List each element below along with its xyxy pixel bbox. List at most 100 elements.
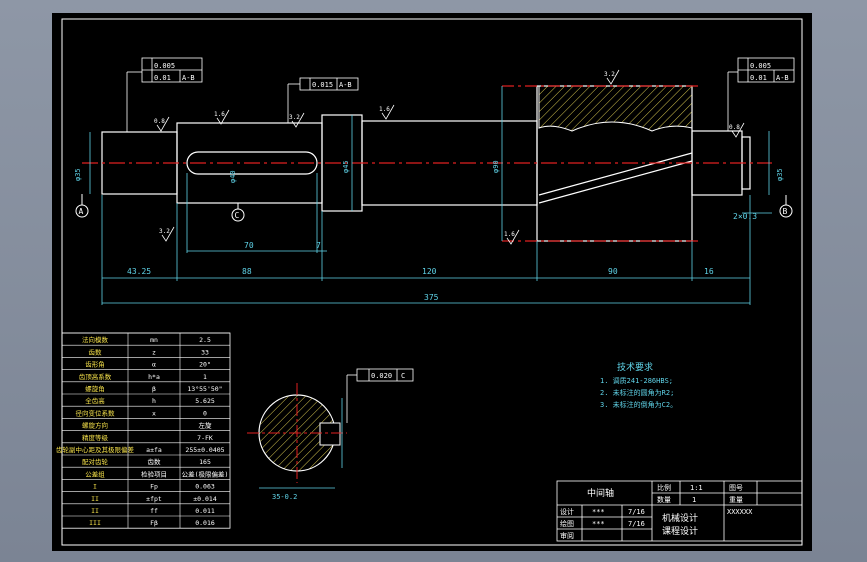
tolerance-frame-3 — [727, 57, 795, 131]
tb-qty-label: 数量 — [657, 495, 671, 504]
dim-88: 88 — [242, 267, 252, 276]
param-name: II — [91, 507, 99, 515]
dim-section-width: 35-0.2 — [272, 493, 297, 501]
param-value: 0.011 — [195, 507, 215, 515]
param-name: 配对齿轮 — [82, 457, 109, 466]
ra-4: 1.6 — [379, 106, 390, 113]
tech-item-3: 3. 未标注的倒角为C2。 — [600, 400, 677, 409]
dim-dia-mid: φ45 — [342, 160, 350, 173]
dim-dia-right: φ35 — [776, 168, 784, 181]
param-symbol: Fp — [150, 483, 158, 491]
tol1-a: 0.005 — [154, 62, 175, 70]
tb-designer-name: *** — [592, 508, 605, 516]
param-symbol: 齿数 — [148, 457, 162, 466]
param-name: III — [89, 519, 101, 527]
dim-chamfer: 2×0.3 — [733, 212, 757, 221]
ra-2: 1.6 — [214, 111, 225, 118]
ra-3: 3.2 — [289, 114, 300, 121]
param-name: 齿数 — [89, 347, 103, 356]
tol2-ref: A-B — [339, 81, 352, 89]
param-name: 齿轮副中心距及其极限偏差 — [56, 445, 135, 454]
param-name: 径向变位系数 — [76, 408, 116, 417]
tol3-ref: A-B — [776, 74, 789, 82]
svg-text:C: C — [235, 211, 240, 220]
tol3-b: 0.01 — [750, 74, 767, 82]
tb-drafter-name: *** — [592, 520, 605, 528]
param-value: 7-FK — [197, 434, 213, 442]
dim-total: 375 — [424, 293, 439, 302]
param-value: 2.5 — [199, 336, 211, 344]
svg-text:B: B — [783, 207, 788, 216]
tb-designer-label: 设计 — [560, 507, 574, 516]
section-view — [247, 368, 414, 489]
param-name: I — [93, 483, 97, 491]
dim-dia-left: φ35 — [74, 168, 82, 181]
param-value: 20° — [199, 361, 211, 369]
param-value: 5.625 — [195, 397, 215, 405]
param-symbol: β — [152, 385, 156, 393]
dimension-lines — [89, 86, 772, 305]
drawing-svg: 43.25 88 120 90 16 375 70 7 2×0.3 φ35 φ4… — [56, 18, 803, 546]
svg-text:A: A — [79, 207, 84, 216]
param-name: 精度等级 — [82, 433, 109, 442]
tb-drafter-date: 7/16 — [628, 520, 645, 528]
param-value: 公差(极限偏差) — [182, 469, 229, 478]
ra-8: 3.2 — [159, 228, 170, 235]
param-symbol: α — [152, 361, 156, 369]
ra-6: 0.8 — [729, 124, 740, 131]
param-name: II — [91, 495, 99, 503]
dim-dia-gear: φ90 — [492, 160, 500, 173]
dim-key-offset: 7 — [316, 241, 321, 250]
param-value: 1 — [203, 373, 207, 381]
param-symbol: h — [152, 397, 156, 405]
roughness-symbols — [156, 69, 745, 245]
tb-reviewer-label: 审阅 — [560, 531, 574, 540]
tb-drawing-no-label: 图号 — [729, 484, 743, 492]
tol1-ref: A-B — [182, 74, 195, 82]
drawing-canvas: 43.25 88 120 90 16 375 70 7 2×0.3 φ35 φ4… — [52, 13, 812, 551]
helix-line-1 — [538, 152, 693, 196]
tb-class-code: XXXXXX — [727, 508, 753, 516]
param-name: 齿顶高系数 — [79, 372, 112, 381]
tech-item-1: 1. 调质241-286HBS; — [600, 376, 673, 385]
gear-section-hatch — [538, 85, 693, 132]
tb-part-name: 中间轴 — [587, 487, 614, 499]
dim-120: 120 — [422, 267, 437, 276]
tolerance-frame-1 — [126, 57, 203, 132]
param-symbol: mn — [150, 336, 158, 344]
param-symbol: ±fpt — [146, 495, 162, 503]
param-symbol: Fβ — [150, 519, 158, 527]
param-name: 螺旋方向 — [82, 421, 108, 430]
tolerance-frame-2 — [287, 77, 359, 123]
ra-7: 1.6 — [504, 231, 515, 238]
datum-a: A — [75, 194, 89, 218]
helix-line-2 — [538, 160, 693, 204]
datum-c: C — [231, 203, 245, 222]
tol4-ref: C — [401, 372, 405, 380]
tech-title: 技术要求 — [617, 361, 653, 373]
tb-course-1: 机械设计 — [662, 512, 698, 524]
tb-qty-value: 1 — [692, 496, 696, 504]
tol2-a: 0.015 — [312, 81, 333, 89]
param-value: ±0.014 — [193, 495, 217, 503]
tb-scale-label: 比例 — [657, 483, 671, 492]
param-name: 螺旋角 — [85, 384, 105, 393]
ra-5: 3.2 — [604, 71, 615, 78]
dim-key-length: 70 — [244, 241, 254, 250]
param-value: 255±0.0405 — [185, 446, 224, 454]
dim-43-25: 43.25 — [127, 267, 151, 276]
keyway-slot — [186, 151, 318, 175]
param-symbol: z — [152, 348, 156, 356]
dim-90: 90 — [608, 267, 618, 276]
tb-drafter-label: 绘图 — [560, 519, 574, 528]
param-name: 全齿高 — [85, 396, 105, 405]
drawing-border — [61, 18, 803, 546]
tech-item-2: 2. 未标注的圆角为R2; — [600, 388, 674, 397]
param-symbol: 检验项目 — [141, 469, 167, 478]
param-value: 0 — [203, 409, 207, 417]
tb-designer-date: 7/16 — [628, 508, 645, 516]
param-symbol: h*a — [148, 373, 160, 381]
title-block — [556, 480, 803, 542]
dim-16: 16 — [704, 267, 714, 276]
